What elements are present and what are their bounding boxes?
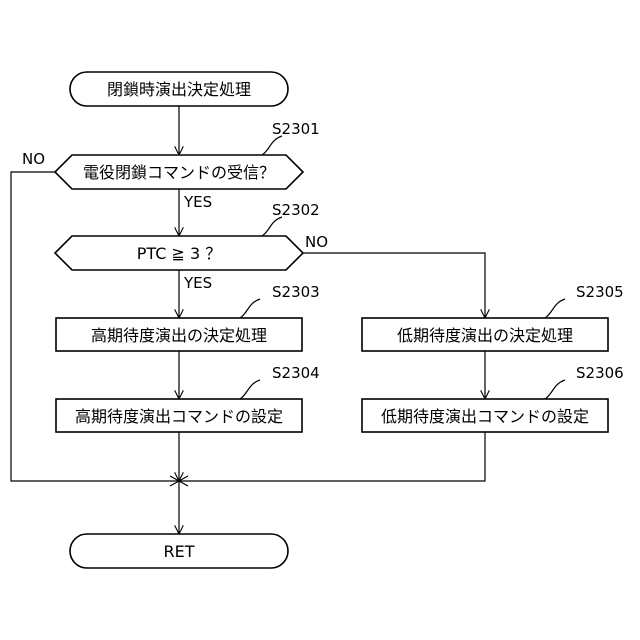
process-low-command-label: 低期待度演出コマンドの設定 — [381, 407, 589, 426]
connector-decision-2-no — [303, 253, 485, 318]
process-low-decide-label: 低期待度演出の決定処理 — [397, 326, 573, 345]
decision-2: PTC ≧ 3 ？ — [55, 236, 303, 270]
decision-2-yes-label: YES — [183, 274, 212, 292]
process-high-command: 高期待度演出コマンドの設定 — [56, 399, 302, 432]
step-s2304-leader — [240, 380, 260, 399]
decision-1-yes-label: YES — [183, 193, 212, 211]
decision-2-no-label: NO — [305, 233, 328, 251]
decision-1: 電役閉鎖コマンドの受信？ — [55, 155, 303, 189]
end-terminal: RET — [70, 534, 288, 568]
process-high-decide-label: 高期待度演出の決定処理 — [91, 326, 267, 345]
process-low-command: 低期待度演出コマンドの設定 — [362, 399, 608, 432]
decision-1-no-label: NO — [22, 150, 45, 168]
process-low-decide: 低期待度演出の決定処理 — [362, 318, 608, 351]
step-s2303-label: S2303 — [272, 283, 320, 301]
step-s2305-label: S2305 — [576, 283, 624, 301]
start-terminal: 閉鎖時演出決定処理 — [70, 72, 288, 106]
start-label: 閉鎖時演出決定処理 — [107, 80, 251, 99]
decision-2-label: PTC ≧ 3 ？ — [137, 244, 222, 263]
step-s2301-leader — [262, 136, 282, 155]
step-s2305-leader — [545, 299, 565, 318]
step-s2306-label: S2306 — [576, 364, 624, 382]
step-s2306-leader — [545, 380, 565, 399]
connector-low-merge — [179, 432, 485, 481]
step-s2302-label: S2302 — [272, 201, 320, 219]
decision-1-label: 電役閉鎖コマンドの受信？ — [83, 163, 275, 182]
process-high-command-label: 高期待度演出コマンドの設定 — [75, 407, 283, 426]
step-s2303-leader — [240, 299, 260, 318]
process-high-decide: 高期待度演出の決定処理 — [56, 318, 302, 351]
step-s2301-label: S2301 — [272, 120, 320, 138]
end-label: RET — [164, 542, 195, 561]
step-s2302-leader — [262, 217, 282, 236]
step-s2304-label: S2304 — [272, 364, 320, 382]
